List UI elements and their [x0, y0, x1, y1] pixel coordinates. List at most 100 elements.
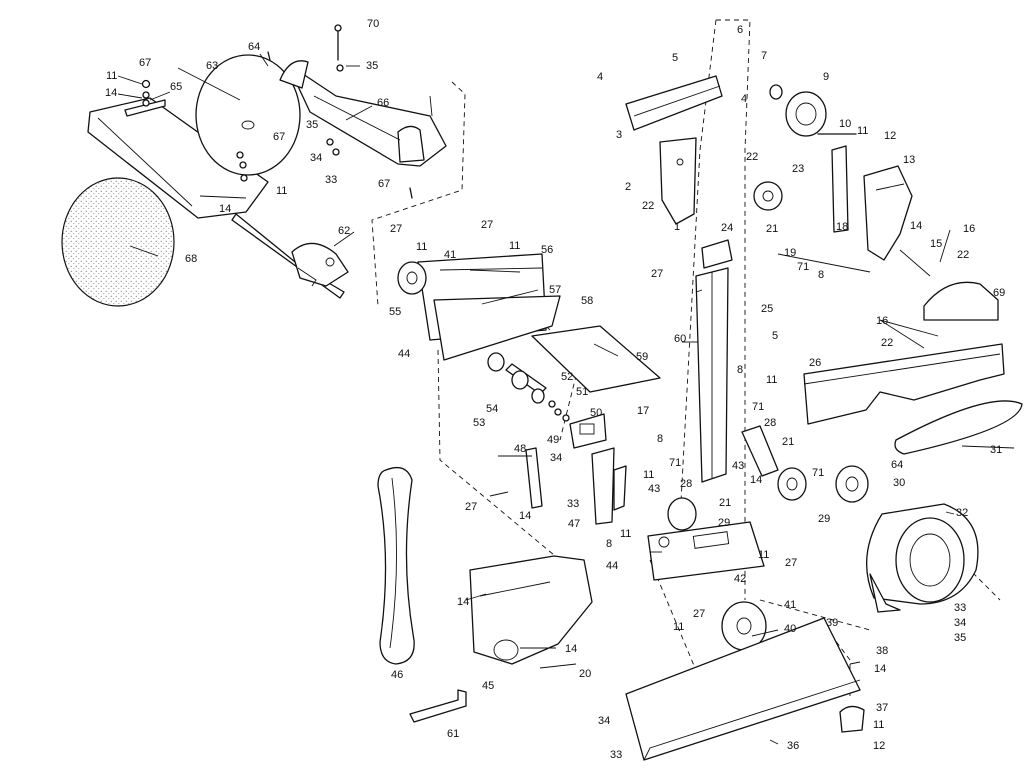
callout-14: 14: [750, 474, 762, 486]
callout-1: 1: [674, 221, 680, 233]
callout-7: 7: [761, 50, 767, 62]
callout-34: 34: [550, 452, 562, 464]
callout-34: 34: [310, 152, 322, 164]
frame-60: [695, 239, 733, 483]
roller-9: [769, 84, 827, 137]
callout-70: 70: [367, 18, 379, 30]
rail-26: [803, 343, 1005, 425]
callout-12: 12: [873, 740, 885, 752]
callout-labels: 1 2 3 4 4 5 5 6 7 8 8 8 8 9 10 11 11 11 …: [105, 18, 1005, 761]
callout-33: 33: [567, 498, 579, 510]
callout-11: 11: [857, 125, 868, 137]
callout-32: 32: [956, 507, 968, 519]
callout-11: 11: [643, 469, 654, 481]
callout-37: 37: [876, 702, 888, 714]
callout-63: 63: [206, 60, 218, 72]
callout-48: 48: [514, 443, 526, 455]
callout-53: 53: [473, 417, 485, 429]
shaft-assembly-53-54: [487, 352, 570, 422]
callout-35: 35: [306, 119, 318, 131]
callout-8: 8: [737, 364, 743, 376]
disc-table: [87, 97, 269, 219]
callout-64: 64: [248, 41, 260, 53]
callout-33: 33: [954, 602, 966, 614]
sanding-disc-63: [195, 54, 301, 176]
base-39: [625, 617, 861, 761]
bracket-49: [569, 413, 607, 449]
callout-67: 67: [378, 178, 390, 190]
callout-14: 14: [910, 220, 922, 232]
callout-14: 14: [219, 203, 231, 215]
callout-31: 31: [990, 444, 1002, 456]
callout-35: 35: [954, 632, 966, 644]
callout-11: 11: [758, 549, 769, 561]
callout-33: 33: [610, 749, 622, 761]
belt-31: [894, 400, 1023, 455]
callout-11: 11: [620, 528, 631, 540]
callout-21: 21: [782, 436, 794, 448]
sanding-disc-68: [61, 177, 175, 307]
callout-22: 22: [881, 337, 893, 349]
callout-19: 19: [784, 247, 796, 259]
callout-54: 54: [486, 403, 498, 415]
callout-41: 41: [444, 249, 456, 261]
callout-21: 21: [766, 223, 778, 235]
callout-4: 4: [597, 71, 603, 83]
callout-39: 39: [826, 617, 838, 629]
callout-11: 11: [766, 374, 777, 386]
callout-71: 71: [669, 457, 681, 469]
callout-35: 35: [366, 60, 378, 72]
drive-pulleys: [667, 181, 807, 531]
motor-32: [865, 503, 979, 613]
callout-10: 10: [839, 118, 851, 130]
callout-29: 29: [818, 513, 830, 525]
callout-33: 33: [325, 174, 337, 186]
callout-27: 27: [481, 219, 493, 231]
callout-41: 41: [784, 599, 796, 611]
callout-9: 9: [823, 71, 829, 83]
belt-46: [377, 466, 415, 665]
callout-71: 71: [797, 261, 809, 273]
callout-17: 17: [637, 405, 649, 417]
callout-8: 8: [657, 433, 663, 445]
callout-27: 27: [390, 223, 402, 235]
table-59: [531, 325, 661, 393]
callout-66: 66: [377, 97, 389, 109]
callout-8: 8: [606, 538, 612, 550]
callout-28: 28: [680, 478, 692, 490]
callout-21: 21: [719, 497, 731, 509]
callout-36: 36: [787, 740, 799, 752]
guard-45: [469, 555, 593, 665]
callout-43: 43: [648, 483, 660, 495]
pulley-55: [397, 261, 427, 295]
callout-29: 29: [718, 517, 730, 529]
hex-key-61: [409, 689, 467, 723]
callout-44: 44: [606, 560, 618, 572]
callout-60: 60: [674, 333, 686, 345]
callout-12: 12: [884, 130, 896, 142]
callout-67: 67: [139, 57, 151, 69]
callout-49: 49: [547, 434, 559, 446]
callout-22: 22: [957, 249, 969, 261]
callout-62: 62: [338, 225, 350, 237]
callout-55: 55: [389, 306, 401, 318]
upper-idler-bracket: [625, 75, 723, 225]
bracket-47: [591, 447, 627, 525]
callout-59: 59: [636, 351, 648, 363]
callout-64: 64: [891, 459, 903, 471]
leader-lines: [117, 53, 1015, 745]
callout-44: 44: [398, 348, 410, 360]
foot-37: [839, 705, 865, 733]
callout-16: 16: [876, 315, 888, 327]
callout-22: 22: [746, 151, 758, 163]
callout-5: 5: [772, 330, 778, 342]
callout-11: 11: [276, 185, 287, 197]
guard-69: [923, 281, 999, 321]
callout-14: 14: [565, 643, 577, 655]
callout-5: 5: [672, 52, 678, 64]
callout-27: 27: [651, 268, 663, 280]
callout-11: 11: [416, 241, 427, 253]
callout-34: 34: [598, 715, 610, 727]
callout-50: 50: [590, 407, 602, 419]
